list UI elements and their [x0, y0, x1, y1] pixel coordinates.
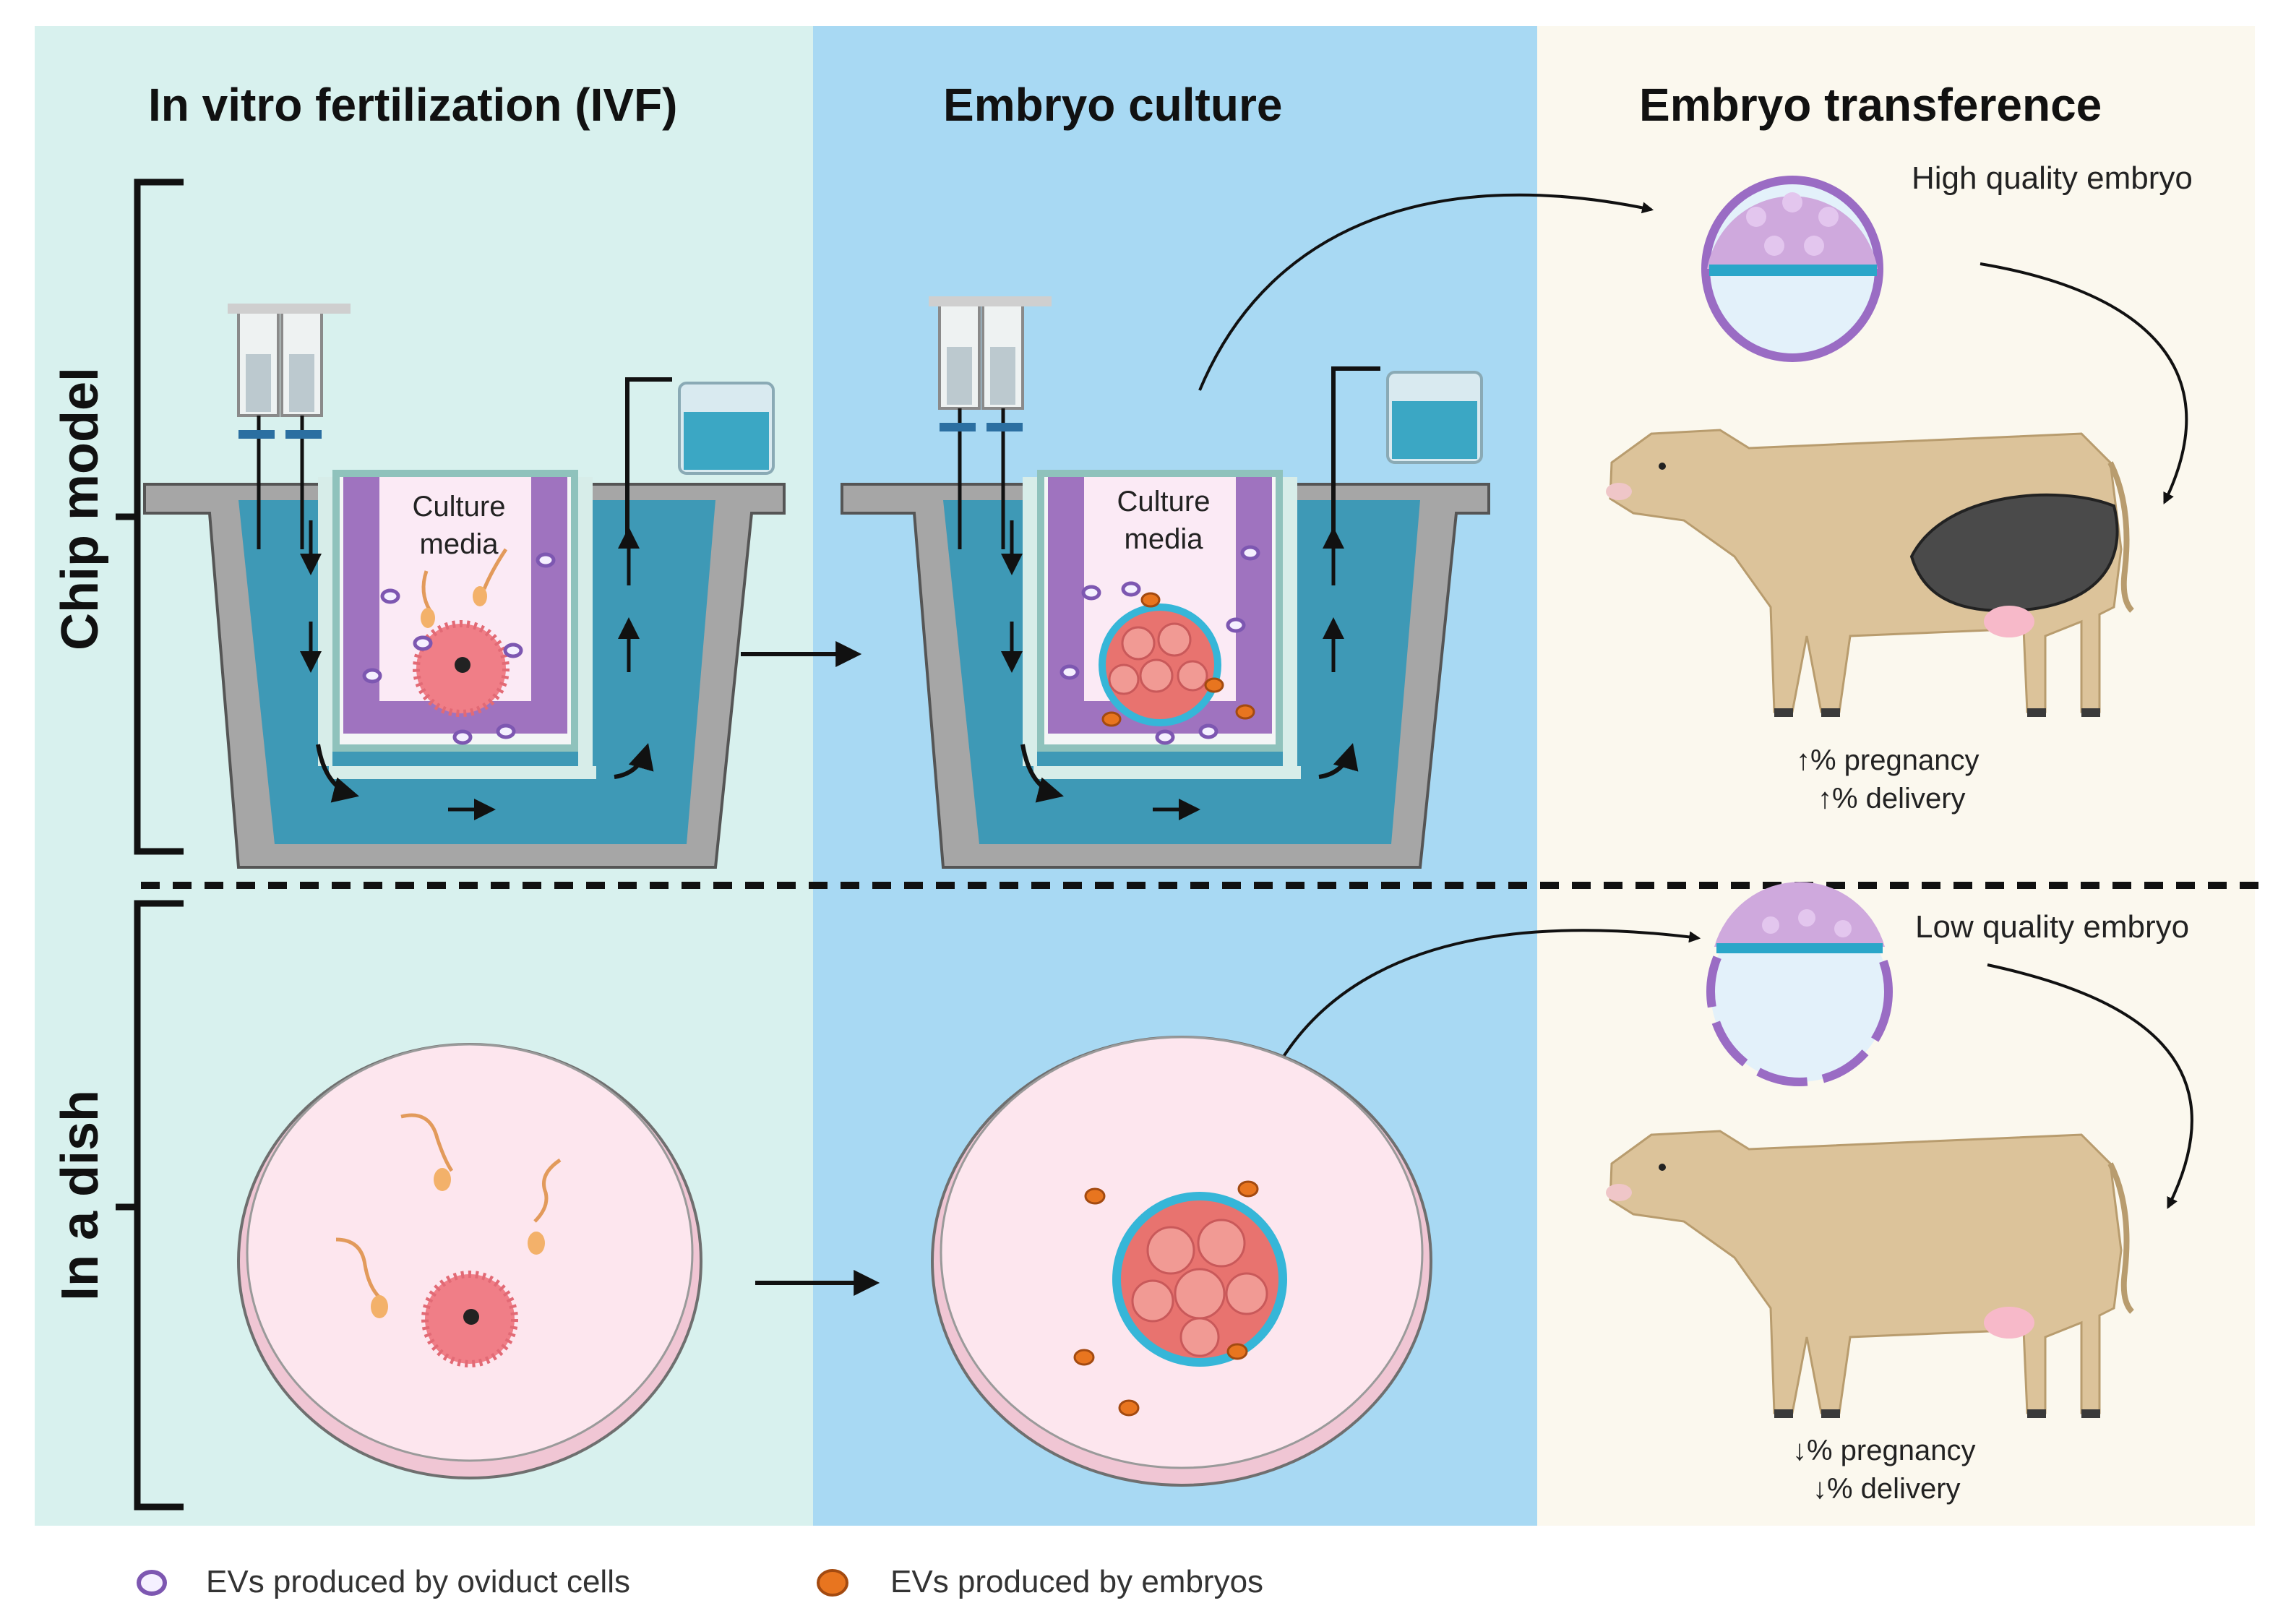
legend-oviduct-ev-marker — [137, 1570, 167, 1596]
low-quality-embryo — [1706, 882, 1893, 1086]
bracket-chip — [116, 179, 184, 855]
low-pregnancy-outcome: ↓% pregnancy — [1792, 1435, 1976, 1466]
column-title-ivf: In vitro fertilization (IVF) — [148, 79, 678, 131]
petri-dish-culture — [931, 1036, 1432, 1487]
cow-high — [1606, 429, 2135, 717]
cow-low — [1606, 1130, 2135, 1418]
low-quality-embryo-label: Low quality embryo — [1915, 909, 2190, 945]
syringes-ivf — [228, 304, 351, 549]
high-pregnancy-outcome: ↑% pregnancy — [1796, 744, 1980, 776]
legend-embryo-ev-marker — [817, 1569, 848, 1597]
bracket-dish — [116, 900, 184, 1511]
arrow-dish-to-low-embryo — [1260, 929, 1701, 1099]
culture-media-label-ivf: Culture media — [412, 491, 506, 560]
row-label-chip: Chip model — [51, 367, 109, 650]
row-label-dish: In a dish — [51, 1089, 109, 1301]
low-delivery-outcome: ↓% delivery — [1813, 1473, 1961, 1505]
syringes-culture — [929, 296, 1052, 549]
arrow-high-embryo-to-cow — [1980, 262, 2188, 504]
culture-media-label-culture: Culture media — [1117, 486, 1211, 555]
high-delivery-outcome: ↑% delivery — [1818, 783, 1966, 815]
high-quality-embryo-label: High quality embryo — [1912, 160, 2193, 196]
legend-oviduct-ev-label: EVs produced by oviduct cells — [206, 1564, 630, 1599]
petri-dish-ivf — [237, 1043, 702, 1479]
chip-device-ivf — [143, 304, 786, 869]
column-title-culture: Embryo culture — [943, 79, 1283, 131]
chip-device-culture — [841, 296, 1490, 869]
legend-embryo-ev-label: EVs produced by embryos — [890, 1564, 1264, 1599]
high-quality-embryo — [1701, 176, 1883, 362]
column-title-transfer: Embryo transference — [1639, 79, 2102, 131]
arrow-low-embryo-to-cow — [1987, 963, 2193, 1209]
arrow-chip-to-high-embryo — [1198, 193, 1654, 391]
